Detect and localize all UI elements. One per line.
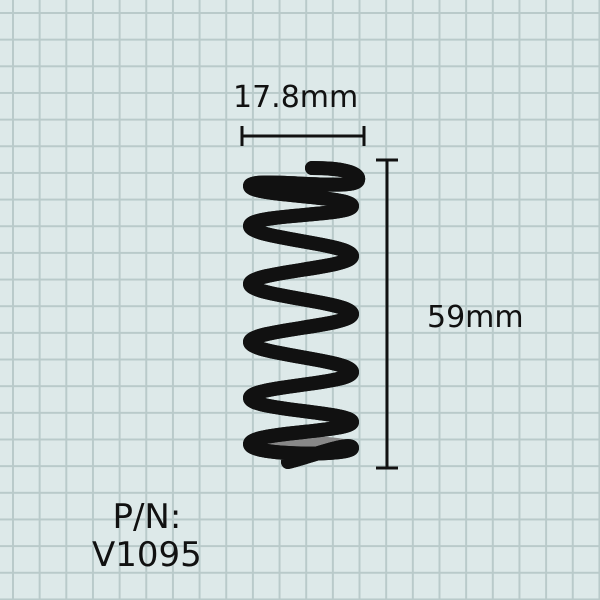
part-number-value: V1095	[92, 535, 202, 575]
diameter-dimension-line	[240, 126, 366, 146]
diameter-label: 17.8mm	[233, 80, 359, 115]
compression-spring	[243, 161, 358, 469]
part-number-block: P/N: V1095	[92, 498, 202, 574]
length-dimension-line	[376, 158, 398, 470]
part-number-label: P/N:	[112, 497, 182, 537]
length-label: 59mm	[427, 300, 524, 335]
